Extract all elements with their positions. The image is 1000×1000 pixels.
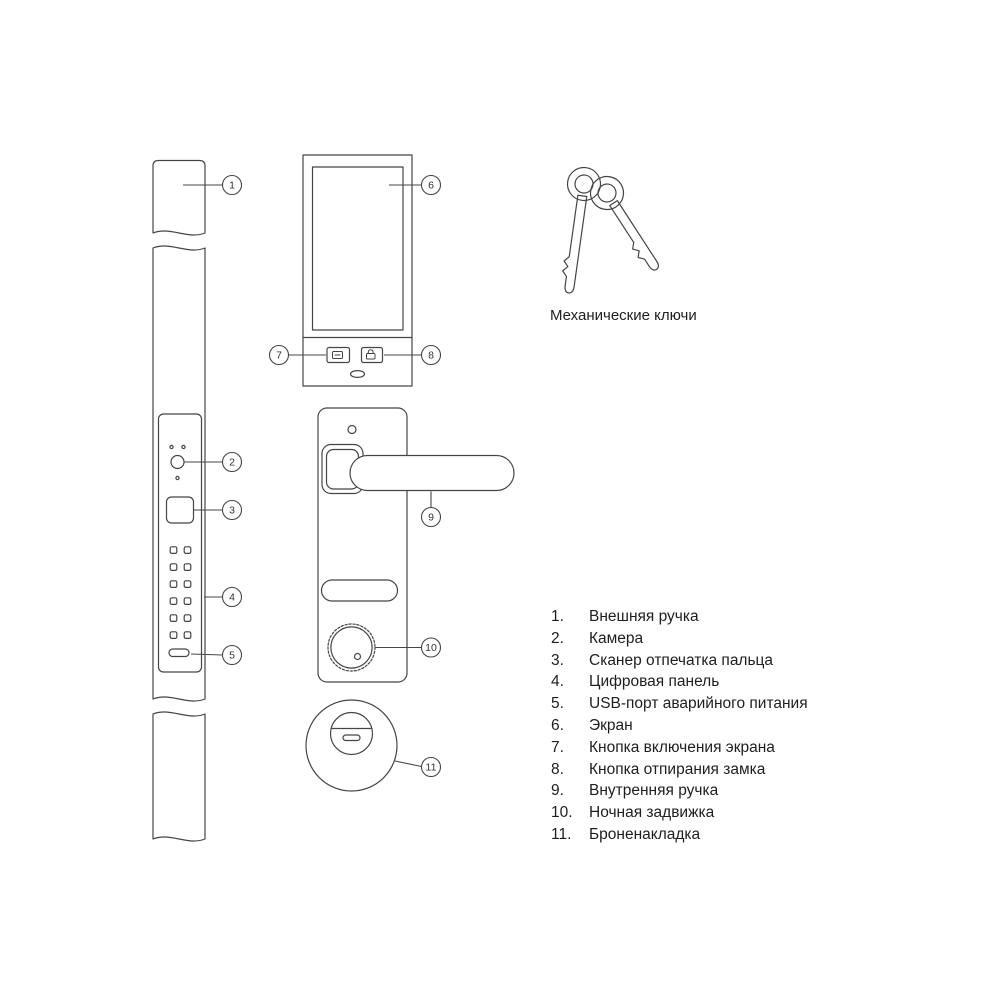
callout-9-number: 9 [428, 512, 434, 524]
legend-number: 2. [551, 629, 564, 647]
legend-label: Цифровая панель [589, 673, 720, 691]
legend-item-1: 1. Внешняя ручка [551, 606, 808, 628]
legend-number: 3. [551, 651, 564, 669]
legend-item-9: 9. Внутренняя ручка [551, 780, 808, 802]
callout-4: 4 [204, 586, 243, 608]
callouts: 1 2 3 4 5 6 7 [183, 174, 442, 778]
legend-item-10: 10. Ночная задвижка [551, 802, 808, 824]
callout-2: 2 [184, 451, 243, 473]
screen-housing [302, 154, 413, 387]
indicator-dot [169, 444, 174, 450]
legend-number: 8. [551, 760, 564, 778]
usb-port [168, 648, 190, 658]
legend-list: 1. Внешняя ручка 2. Камера 3. Сканер отпеча… [551, 606, 808, 846]
legend-label: Внешняя ручка [589, 608, 699, 625]
key-right [589, 175, 660, 271]
legend-item-4: 4. Цифровая панель [551, 671, 808, 693]
screen-display [311, 166, 404, 331]
callout-11: 11 [394, 756, 442, 778]
legend-number: 4. [551, 673, 564, 691]
indicator-dot [175, 475, 180, 481]
callout-7-number: 7 [276, 350, 282, 362]
bar-bottom-segment [152, 711, 206, 842]
legend-number: 7. [551, 738, 564, 756]
inner-handle-grip [349, 454, 515, 492]
armor-plate [305, 699, 398, 792]
screen-power-button [326, 346, 351, 364]
legend-number: 6. [551, 716, 564, 734]
key-ring-outer [589, 175, 625, 211]
keypad-grid [169, 546, 192, 639]
callout-5-number: 5 [229, 650, 235, 662]
callout-5: 5 [190, 644, 243, 666]
legend-number: 9. [551, 782, 564, 800]
callout-7: 7 [268, 344, 326, 366]
legend-number: 10. [551, 804, 573, 822]
legend-number: 11. [551, 825, 572, 843]
callout-10: 10 [375, 637, 442, 658]
keys-caption: Механические ключи [550, 307, 697, 324]
legend-item-8: 8. Кнопка отпирания замка [551, 759, 808, 781]
legend-label: Кнопка отпирания замка [589, 760, 766, 778]
legend-number: 1. [551, 608, 564, 625]
callout-10-number: 10 [425, 642, 437, 654]
battery-slot [320, 579, 399, 602]
legend-label: USB-порт аварийного питания [589, 695, 808, 713]
legend-item-7: 7. Кнопка включения экрана [551, 737, 808, 759]
internal-unit [317, 407, 515, 683]
callout-6-number: 6 [428, 180, 434, 192]
callout-1-number: 1 [229, 180, 235, 192]
night-latch-knob [330, 626, 373, 669]
screen-module [302, 154, 413, 387]
speaker-slot [349, 370, 366, 379]
doorbell-lens [347, 424, 357, 435]
callout-9: 9 [420, 491, 442, 528]
unlock-button [360, 346, 384, 364]
keyhole-slot [342, 734, 361, 742]
key-left [562, 166, 602, 294]
lock-icon [366, 349, 376, 360]
bar-top-segment [152, 159, 206, 236]
callout-2-number: 2 [229, 457, 235, 469]
callout-8-number: 8 [428, 350, 434, 362]
callout-4-number: 4 [229, 592, 235, 604]
callout-8: 8 [384, 344, 442, 366]
callout-3-number: 3 [229, 505, 235, 517]
mechanical-keys [562, 166, 660, 294]
legend-item-6: 6. Экран [551, 715, 808, 737]
legend-item-11: 11. Броненакладка [551, 824, 808, 846]
legend-label: Броненакладка [589, 825, 701, 843]
callout-1: 1 [183, 174, 243, 196]
armor-plate-outer [305, 699, 398, 792]
screen-icon [332, 351, 343, 359]
key-blade [609, 200, 660, 271]
key-blade [562, 194, 588, 294]
legend-number: 5. [551, 695, 564, 713]
indicator-dot [181, 444, 186, 450]
legend-item-3: 3. Сканер отпечатка пальца [551, 650, 808, 672]
armor-plate-cylinder [329, 711, 374, 756]
night-latch-dot [353, 652, 362, 661]
legend-label: Внутренняя ручка [589, 782, 719, 800]
night-latch-knurl [327, 623, 376, 672]
key-ring-inner [597, 183, 617, 203]
callout-11-number: 11 [426, 762, 437, 774]
legend-label: Кнопка включения экрана [589, 738, 775, 756]
external-unit-profile [152, 159, 206, 842]
legend-label: Сканер отпечатка пальца [589, 651, 774, 669]
callout-6: 6 [389, 174, 442, 196]
legend-label: Экран [589, 716, 633, 734]
legend-item-2: 2. Камера [551, 628, 808, 650]
callout-3: 3 [193, 499, 243, 521]
legend-label: Камера [589, 629, 644, 647]
edge-panel [157, 413, 203, 673]
legend-label: Ночная задвижка [589, 804, 715, 822]
legend-item-5: 5. USB-порт аварийного питания [551, 693, 808, 715]
